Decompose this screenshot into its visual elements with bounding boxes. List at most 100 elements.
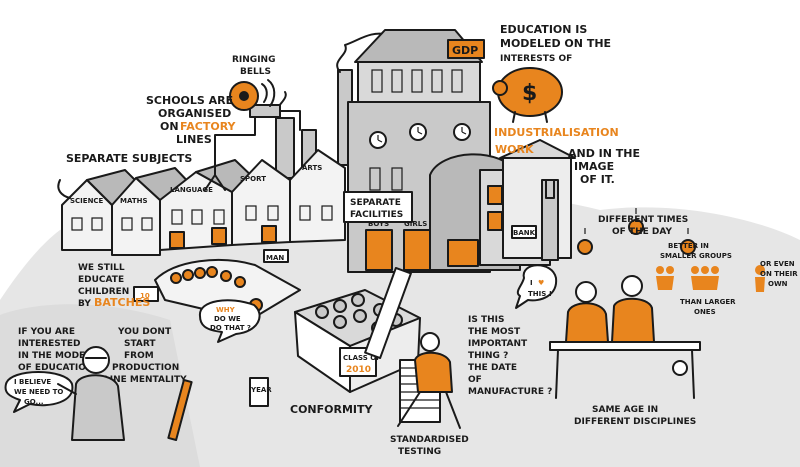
label-even-2: ON THEIR — [760, 270, 798, 278]
label-language: LANGUAGE — [170, 186, 213, 194]
label-standardised-1: STANDARDISED — [390, 435, 469, 445]
label-this-2: THIS ! — [528, 290, 552, 298]
label-production-3: FROM — [124, 351, 154, 361]
label-education-2: MODELED ON THE — [500, 37, 611, 50]
label-education-1: EDUCATION IS — [500, 23, 587, 36]
label-important-2: THE MOST — [468, 327, 521, 337]
batch-tag: 10 MAN — [133, 249, 289, 302]
label-education-3: INTERESTS OF — [500, 54, 572, 64]
label-believe-1: I BELIEVE — [14, 378, 51, 386]
label-bank: BANK — [513, 229, 536, 237]
label-different-times-2: OF THE DAY — [612, 227, 672, 237]
label-arts: ARTS — [302, 164, 322, 172]
label-industrialisation: INDUSTRIALISATION — [494, 126, 619, 139]
label-schools-2: ORGANISED — [158, 107, 231, 120]
label-batches: BATCHES — [94, 296, 150, 309]
label-class-2: 2010 — [346, 365, 371, 375]
label-better-2: SMALLER GROUPS — [660, 252, 732, 260]
batches-note: WE STILL EDUCATE CHILDREN BY BATCHES — [78, 263, 150, 309]
label-work: WORK — [495, 143, 534, 156]
label-production-4: PRODUCTION — [112, 363, 179, 373]
label-still-3: CHILDREN — [78, 287, 129, 297]
label-still-2: EDUCATE — [78, 275, 124, 285]
label-why-3: DO THAT ? — [210, 324, 251, 332]
label-important-3: IMPORTANT — [468, 339, 528, 349]
label-facilities-1: SEPARATE — [350, 198, 401, 208]
believe-bubble: I BELIEVE WE NEED TO GO... — [4, 371, 74, 413]
label-maths: MATHS — [120, 197, 148, 205]
bell-icon — [229, 79, 276, 111]
factory-right: BANK — [429, 139, 576, 271]
label-gdp: GDP — [452, 44, 478, 57]
label-ringing-2: BELLS — [240, 67, 271, 77]
label-schools-4: LINES — [176, 133, 212, 146]
label-important-4: THING ? — [468, 351, 508, 361]
label-same-age-1: SAME AGE IN — [592, 405, 658, 415]
label-believe-2: WE NEED TO — [14, 388, 63, 396]
label-science: SCIENCE — [70, 197, 104, 205]
important-note: IS THIS THE MOST IMPORTANT THING ? THE D… — [468, 315, 552, 397]
label-standardised-2: TESTING — [398, 447, 441, 457]
label-tag-10: 10 — [140, 292, 150, 300]
label-separate-subjects: SEPARATE SUBJECTS — [66, 152, 192, 165]
heart-icon: I ♥ THIS ! — [515, 264, 558, 309]
label-believe-3: GO... — [24, 398, 44, 406]
label-interested-4: OF EDUCATION — [18, 363, 93, 373]
label-tag-man: MAN — [266, 254, 284, 262]
small-group-figures — [656, 265, 765, 292]
label-schools-factory: FACTORY — [180, 120, 237, 133]
robot-arm-icon — [204, 104, 301, 191]
label-class-1: CLASS OF — [343, 354, 381, 362]
label-schools-1: SCHOOLS ARE — [146, 94, 233, 107]
label-even-3: OWN — [768, 280, 788, 288]
production-note: YOU DONT START FROM PRODUCTION LINE MENT… — [104, 327, 187, 385]
interested-note: IF YOU ARE INTERESTED IN THE MODEL OF ED… — [18, 327, 93, 373]
label-this-1: I — [530, 279, 533, 287]
label-same-age-2: DIFFERENT DISCIPLINES — [574, 417, 696, 427]
label-why-2: DO WE — [214, 315, 241, 323]
label-facilities-2: FACILITIES — [350, 210, 403, 220]
school-houses: SCIENCE MATHS LANGUAGE SPORT ARTS — [61, 149, 346, 256]
label-image-2: IMAGE — [574, 160, 614, 173]
label-schools-3: ON — [160, 120, 179, 133]
label-production-2: START — [124, 339, 156, 349]
label-year: YEAR — [250, 386, 272, 394]
year-tag: YEAR — [249, 377, 272, 407]
ruler-icon — [364, 266, 412, 360]
students-at-desk — [549, 275, 701, 399]
label-image-1: AND IN THE — [568, 147, 640, 160]
label-different-times-1: DIFFERENT TIMES — [598, 215, 688, 225]
label-why-1: WHY — [216, 306, 236, 314]
label-than-1: THAN LARGER — [680, 298, 736, 306]
gdp-sign: GDP — [447, 39, 485, 59]
label-image-3: OF IT. — [580, 173, 615, 186]
label-interested-2: INTERESTED — [18, 339, 81, 349]
separate-facilities-tag: SEPARATE FACILITIES — [343, 191, 413, 223]
label-important-7: MANUFACTURE ? — [468, 387, 552, 397]
label-dollar: $ — [522, 81, 537, 106]
label-still-1: WE STILL — [78, 263, 125, 273]
label-important-1: IS THIS — [468, 315, 504, 325]
label-even-1: OR EVEN — [760, 260, 795, 268]
label-better-1: BETTER IN — [668, 242, 709, 250]
label-important-6: OF — [468, 375, 482, 385]
label-production-1: YOU DONT — [117, 327, 172, 337]
piggy-bank-icon: $ — [492, 67, 563, 123]
conveyor-belt — [154, 259, 301, 321]
person-testing — [397, 332, 461, 429]
why-bubble: WHY DO WE DO THAT ? — [199, 299, 261, 343]
label-this-heart: ♥ — [538, 279, 544, 287]
label-than-2: ONES — [694, 308, 716, 316]
label-boys: BOYS — [368, 220, 389, 228]
label-ringing-1: RINGING — [232, 55, 275, 65]
label-conformity: CONFORMITY — [290, 403, 374, 416]
education-note: EDUCATION IS MODELED ON THE INTERESTS OF — [500, 23, 611, 64]
schools-organised-note: SCHOOLS ARE ORGANISED ON FACTORY LINES — [146, 94, 237, 146]
label-interested-1: IF YOU ARE — [18, 327, 75, 337]
label-interested-3: IN THE MODEL — [18, 351, 91, 361]
label-production-5: LINE MENTALITY — [104, 375, 187, 385]
sun-icon — [577, 208, 696, 255]
label-still-4: BY — [78, 299, 91, 309]
